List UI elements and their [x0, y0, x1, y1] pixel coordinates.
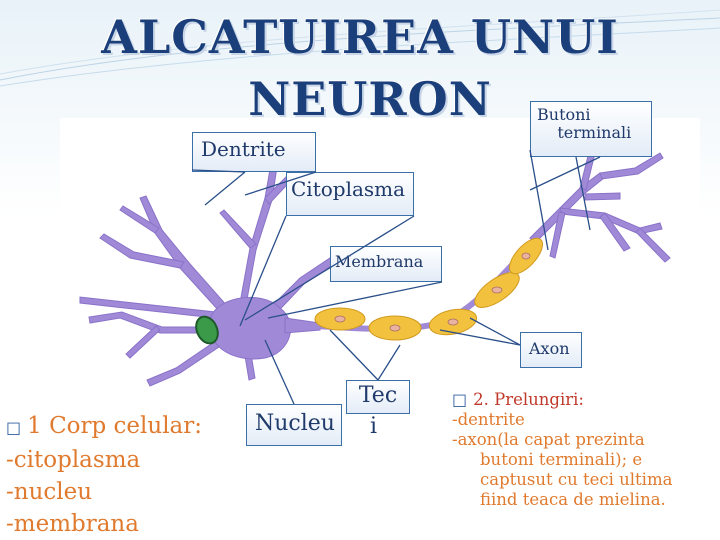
page-title-line2: NEURON: [248, 72, 492, 126]
list-item: -axon(la capat prezinta: [452, 430, 645, 449]
label-butoni-terminali: Butoni terminali: [530, 101, 652, 157]
axon-terminal: [529, 172, 605, 244]
bullet-icon: □: [6, 418, 22, 437]
corp-celular-list: □ 1 Corp celular: -citoplasma -nucleu -me…: [6, 410, 202, 540]
dendrite-branch: [139, 195, 237, 324]
dendrite-branch: [119, 205, 160, 234]
label-axon: Axon: [520, 332, 582, 368]
label-teci-suffix: i: [370, 414, 378, 439]
axon-terminal: [584, 192, 621, 201]
bullet-icon: □: [452, 390, 468, 409]
list-item: -nucleu: [6, 479, 93, 505]
dendrite-branch: [125, 325, 161, 359]
axon-terminal: [599, 152, 664, 180]
prelungiri-heading: 2. Prelungiri:: [473, 390, 584, 409]
axon-terminal: [635, 227, 671, 263]
list-item: -citoplasma: [6, 447, 141, 473]
list-item: -dentrite: [452, 410, 525, 429]
label-membrana: Membrana: [330, 246, 442, 282]
axon-terminal: [549, 211, 566, 259]
list-item: captusut cu teci ultima: [480, 470, 673, 489]
dendrite-branch: [219, 209, 257, 249]
label-teci: Tec: [346, 380, 410, 414]
nucleus: [195, 315, 219, 345]
list-item: fiind teaca de mielina.: [480, 490, 666, 509]
dendrite-branch: [99, 233, 185, 269]
label-citoplasma: Citoplasma: [286, 172, 414, 216]
prelungiri-list: □ 2. Prelungiri: -dentrite -axon(la capat…: [452, 390, 714, 510]
list-item: -membrana: [6, 511, 139, 537]
corp-celular-heading: 1 Corp celular:: [27, 413, 203, 439]
list-item: butoni terminali); e: [480, 450, 643, 469]
page-title-line1: ALCATUIREA UNUI: [101, 10, 619, 64]
header-swoosh: [0, 9, 720, 87]
cell-body: [209, 296, 292, 360]
label-nucleu: Nucleu: [246, 404, 342, 446]
label-dentrite: Dentrite: [192, 132, 316, 172]
dendrite-branch: [146, 337, 226, 387]
axon-terminal: [599, 212, 631, 252]
